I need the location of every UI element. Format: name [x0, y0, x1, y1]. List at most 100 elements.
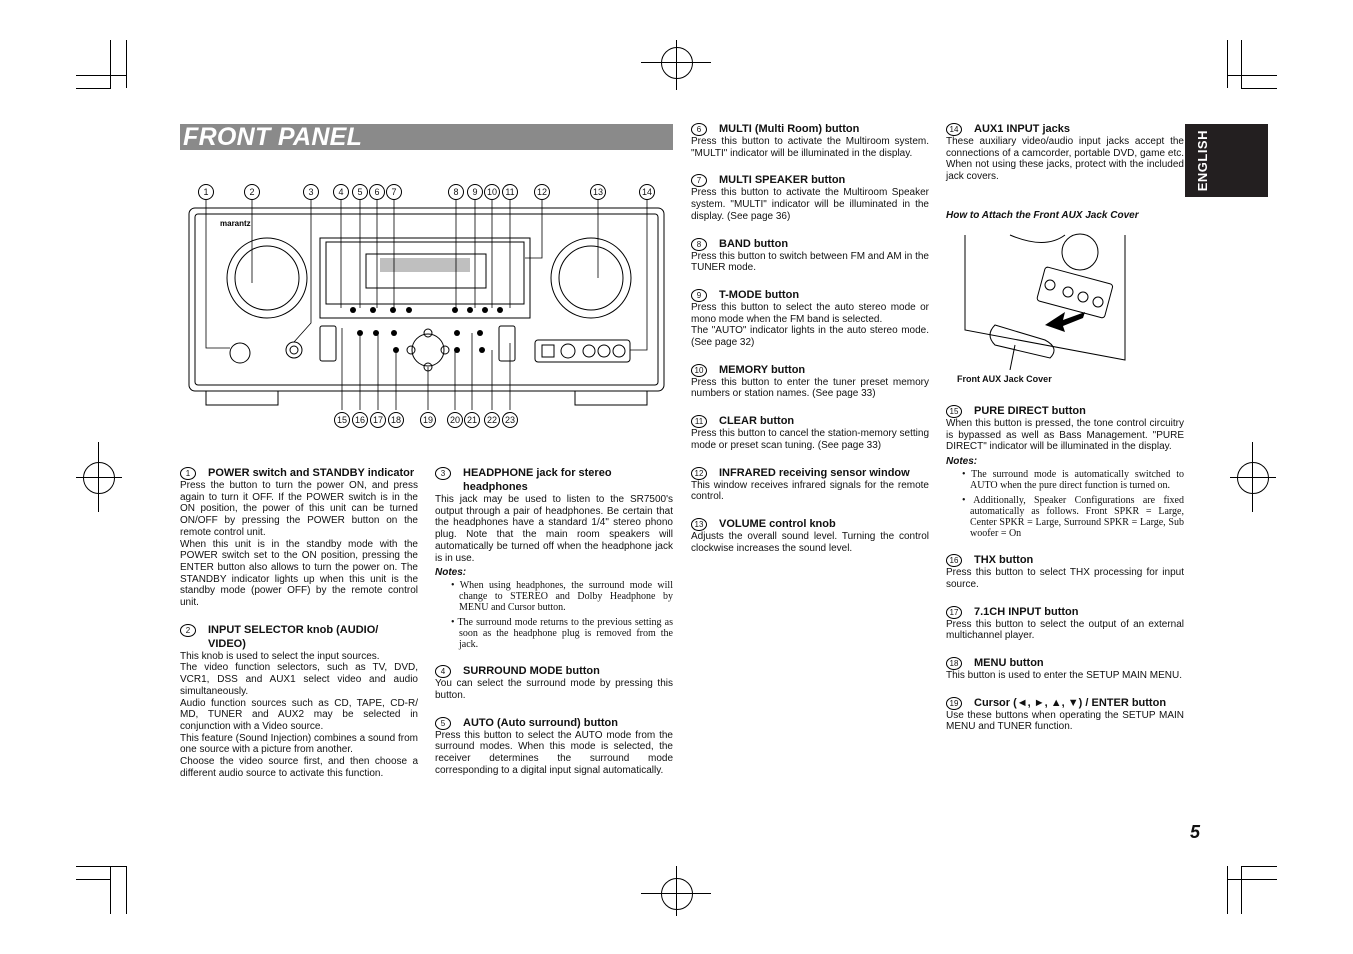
item-paragraph: Press this button to cancel the station-…	[691, 428, 929, 451]
item-heading: 17 7.1CH INPUT button	[946, 605, 1184, 619]
item-title: INFRARED receiving sensor window	[719, 466, 910, 479]
item-paragraph: These auxiliary video/audio input jacks …	[946, 136, 1184, 183]
callout-3: 3	[303, 184, 319, 200]
item-title: MULTI (Multi Room) button	[719, 123, 860, 135]
crop-mark	[110, 866, 111, 914]
callout-19: 19	[420, 412, 436, 428]
item-heading: 16 THX button	[946, 553, 1184, 568]
item-number: 11	[691, 415, 707, 429]
callout-22: 22	[484, 412, 500, 428]
item-number: 12	[691, 466, 707, 480]
callout-2: 2	[244, 184, 260, 200]
item-paragraph: Press this button to enter the tuner pre…	[691, 376, 929, 400]
callout-5: 5	[352, 184, 368, 200]
brand-logo: marantz	[220, 219, 251, 228]
item-heading: 2 INPUT SELECTOR knob (AUDIO/ VIDEO)	[180, 623, 418, 651]
item-paragraph: This window receives infrared signals fo…	[691, 479, 929, 503]
item-title: THX button	[974, 554, 1034, 567]
item-number: 5	[435, 716, 451, 730]
item-number: 8	[691, 237, 707, 251]
item-number: 18	[946, 656, 962, 670]
registration-mark	[1237, 462, 1269, 494]
notes-heading: Notes:	[435, 567, 467, 579]
language-tab-label: ENGLISH	[1195, 130, 1210, 192]
language-tab: ENGLISH	[1185, 124, 1268, 197]
item-title: AUX1 INPUT jacks	[974, 123, 1070, 135]
item-paragraph: Press this button to select the output o…	[946, 618, 1184, 642]
item-paragraph: Press the button to turn the power ON, a…	[180, 480, 418, 538]
item-paragraph: This feature (Sound Injection) combines …	[180, 732, 418, 756]
item-paragraph: You can select the surround mode by pres…	[435, 678, 673, 701]
item-title: INPUT SELECTOR knob (AUDIO/ VIDEO)	[208, 623, 379, 650]
item-number: 1	[180, 467, 196, 480]
item-number: 2	[180, 623, 196, 637]
item-number: 17	[946, 605, 962, 619]
item-paragraph: When this button is pressed, the tone co…	[946, 418, 1184, 453]
crop-mark	[76, 879, 111, 880]
item-number: 3	[435, 467, 451, 480]
registration-mark	[661, 47, 693, 79]
item-paragraph: Press this button to activate the Multir…	[691, 187, 929, 222]
item-number: 19	[946, 696, 962, 710]
crop-mark	[1241, 866, 1242, 914]
page-number: 5	[1190, 822, 1201, 842]
crop-mark	[1227, 40, 1228, 88]
crop-mark	[76, 88, 111, 89]
item-number: 16	[946, 554, 962, 568]
item-number: 9	[691, 288, 707, 302]
callout-1: 1	[198, 184, 214, 200]
item-number: 10	[691, 363, 707, 377]
callout-16: 16	[352, 412, 368, 428]
callout-8: 8	[448, 184, 464, 200]
crop-mark	[1227, 866, 1228, 914]
aux-cover-caption: How to Attach the Front AUX Jack Cover	[946, 210, 1139, 221]
item-title: CLEAR button	[719, 415, 795, 428]
item-paragraph: Press this button to activate the Multir…	[691, 136, 929, 159]
item-paragraph: Use these buttons when operating the SET…	[946, 709, 1184, 733]
item-title: POWER switch and STANDBY indicator	[208, 467, 415, 479]
callout-12: 12	[534, 184, 550, 200]
aux-cover-label: Front AUX Jack Cover	[957, 374, 1052, 384]
item-paragraph: This button is used to enter the SETUP M…	[946, 669, 1183, 681]
callout-17: 17	[370, 412, 386, 428]
item-title: VOLUME control knob	[719, 517, 836, 530]
aux-cover-illustration	[964, 233, 1126, 370]
item-heading: 18 MENU button	[946, 656, 1184, 670]
crop-mark	[76, 866, 126, 867]
crop-mark	[110, 40, 111, 88]
callout-4: 4	[333, 184, 349, 200]
item-title: MENU button	[974, 656, 1044, 669]
note-item: • The surround mode is automatically swi…	[962, 469, 1184, 492]
item-title: 7.1CH INPUT button	[974, 605, 1079, 618]
item-paragraph: Press this button to select THX processi…	[946, 567, 1184, 590]
crop-mark	[1241, 40, 1242, 88]
item-heading: 1 POWER switch and STANDBY indicator	[180, 466, 418, 480]
note-item: • When using headphones, the surround mo…	[451, 580, 673, 614]
crop-mark	[1241, 88, 1277, 89]
crop-mark	[1227, 75, 1277, 76]
item-paragraph: Press this button to select the auto ste…	[691, 301, 929, 325]
callout-20: 20	[447, 412, 463, 428]
item-2: 2 INPUT SELECTOR knob (AUDIO/ VIDEO) This …	[180, 623, 418, 780]
